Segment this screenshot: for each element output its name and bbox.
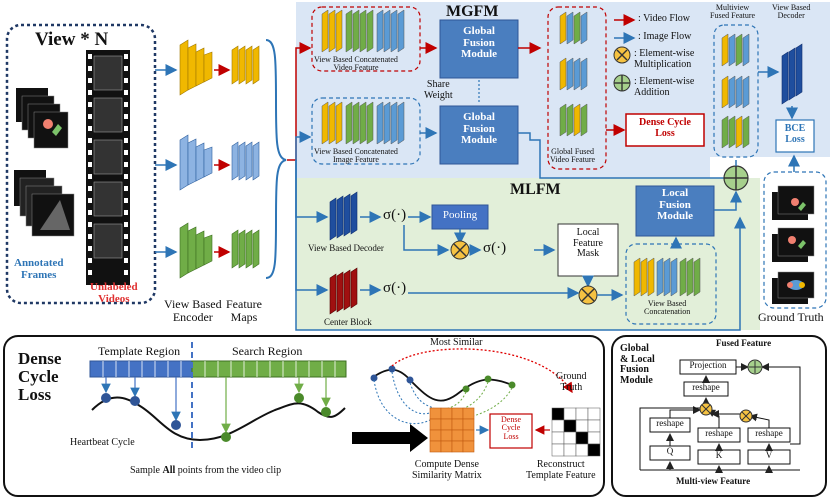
legend-add: : Element-wise Addition xyxy=(634,76,695,98)
sigma-1: σ(·) xyxy=(383,207,407,223)
region-bar xyxy=(89,360,347,378)
annotated-frames xyxy=(14,88,75,237)
similarity-matrix xyxy=(429,407,475,453)
ground-truth-images xyxy=(772,185,815,304)
decoder-label: View Based Decoder xyxy=(772,3,811,21)
legend-video-flow: : Video Flow xyxy=(638,13,690,24)
image-feature-dashed xyxy=(311,97,421,165)
video-feature-dashed xyxy=(311,6,421,72)
gfm-bottom-label: Global Fusion Module xyxy=(460,111,498,147)
local-feature-mask-box xyxy=(557,223,619,277)
dcl-panel-title: Dense Cycle Loss xyxy=(18,349,62,404)
sigma-2: σ(·) xyxy=(483,240,507,256)
ground-truth-matrix-label: Ground Truth xyxy=(556,371,587,393)
ground-truth-label: Ground Truth xyxy=(758,310,824,324)
multiview-stack xyxy=(721,33,750,149)
glf-diagram xyxy=(639,359,801,473)
big-black-arrow xyxy=(352,424,428,452)
feature-maps-label: Feature Maps xyxy=(226,297,262,324)
local-feature-mask-label: Local Feature Mask xyxy=(573,227,603,259)
sigma-3: σ(·) xyxy=(383,280,407,296)
reshape-v-label: reshape xyxy=(755,428,783,438)
heartbeat-curve xyxy=(91,396,346,442)
share-weight-label: Share Weight xyxy=(424,79,453,101)
projection-label: Projection xyxy=(689,360,727,370)
fused-feature-label: Fused Feature xyxy=(716,338,772,348)
dense-cycle-loss-label: Dense Cycle Loss xyxy=(639,117,691,139)
dcl-small-box xyxy=(489,413,533,449)
mlfm-title: MLFM xyxy=(510,181,561,198)
encoder-blue xyxy=(179,134,213,191)
pooling-box xyxy=(431,204,489,230)
mgfm-title: MGFM xyxy=(446,3,499,20)
video-feature-stack xyxy=(321,9,405,53)
feature-maps-yellow xyxy=(231,45,260,85)
template-region-label: Template Region xyxy=(98,344,181,358)
encoder-label: View Based Encoder xyxy=(164,297,222,324)
concat-stack xyxy=(633,257,701,297)
annotated-frames-label: Annotated Frames xyxy=(14,257,64,281)
dense-cycle-loss-box xyxy=(625,113,705,147)
similarity-curve xyxy=(371,368,513,402)
global-fusion-module-bottom xyxy=(439,105,519,165)
concat-label: View Based Concatenation xyxy=(644,299,691,317)
k-label: K xyxy=(715,450,723,460)
video-feature-label: View Based Concatenated Video Feature xyxy=(314,55,398,73)
unlabeled-videos-filmstrip xyxy=(86,50,130,285)
dcl-small-label: Dense Cycle Loss xyxy=(501,415,521,441)
similarity-points xyxy=(370,365,516,393)
compute-label: Compute Dense Similarity Matrix xyxy=(412,459,482,481)
glf-nodes xyxy=(699,359,763,423)
heartbeat-label: Heartbeat Cycle xyxy=(70,437,135,448)
bce-loss-label: BCE Loss xyxy=(784,123,806,145)
fused-video-stack xyxy=(559,11,588,137)
reshape-top-label: reshape xyxy=(692,382,720,392)
ground-truth-matrix xyxy=(551,407,601,457)
sample-text: Sample All points from the video clip xyxy=(130,465,282,476)
view-based-decoder-top xyxy=(781,43,803,105)
reshape-k-label: reshape xyxy=(705,428,733,438)
most-similar-arrow xyxy=(391,348,573,394)
feature-maps-green xyxy=(231,229,260,269)
multiview-dashed xyxy=(713,24,759,158)
unlabeled-videos-label: Unlabeled Videos xyxy=(90,281,138,305)
pooling-label: Pooling xyxy=(442,209,478,221)
view-panel-title: View * N xyxy=(35,29,109,50)
center-block-stack xyxy=(329,267,358,315)
feature-brace xyxy=(265,39,287,279)
lfm-label: Local Fusion Module xyxy=(656,187,694,223)
gfm-top-label: Global Fusion Module xyxy=(460,25,498,61)
legend-mult: : Element-wise Multiplication xyxy=(634,48,695,70)
encoder-yellow xyxy=(179,39,213,96)
search-region-label: Search Region xyxy=(232,344,303,358)
multiview-feature-label: Multi-view Feature xyxy=(676,476,751,486)
sample-points xyxy=(101,377,331,442)
reconstruct-label: Reconstruct Template Feature xyxy=(526,459,596,481)
feature-maps-blue xyxy=(231,141,260,181)
glf-panel xyxy=(611,335,827,497)
dense-cycle-loss-panel xyxy=(3,335,605,497)
local-fusion-module-box xyxy=(635,185,715,237)
q-label: Q xyxy=(666,446,674,456)
legend-image-flow: : Image Flow xyxy=(638,31,692,42)
image-feature-label: View Based Concatenated Image Feature xyxy=(314,147,398,165)
ground-truth-dashed xyxy=(763,171,827,309)
reshape-q-label: reshape xyxy=(656,418,684,428)
mlfm-view-decoder-stack xyxy=(329,191,358,241)
bce-loss-box xyxy=(775,119,815,153)
view-decoder-label: View Based Decoder xyxy=(308,243,384,253)
center-block-label: Center Block xyxy=(324,317,372,327)
view-panel xyxy=(5,23,157,305)
encoder-green xyxy=(179,222,213,279)
image-feature-stack xyxy=(321,101,405,145)
legend xyxy=(613,14,636,92)
glf-panel-title: Global & Local Fusion Module xyxy=(620,343,655,386)
v-label: V xyxy=(765,450,773,460)
global-fusion-module-top xyxy=(439,19,519,79)
fused-video-label: Global Fused Video Feature xyxy=(550,147,596,165)
most-similar-label: Most Similar xyxy=(430,337,483,348)
multiview-label: Multiview Fused Feature xyxy=(710,3,756,21)
